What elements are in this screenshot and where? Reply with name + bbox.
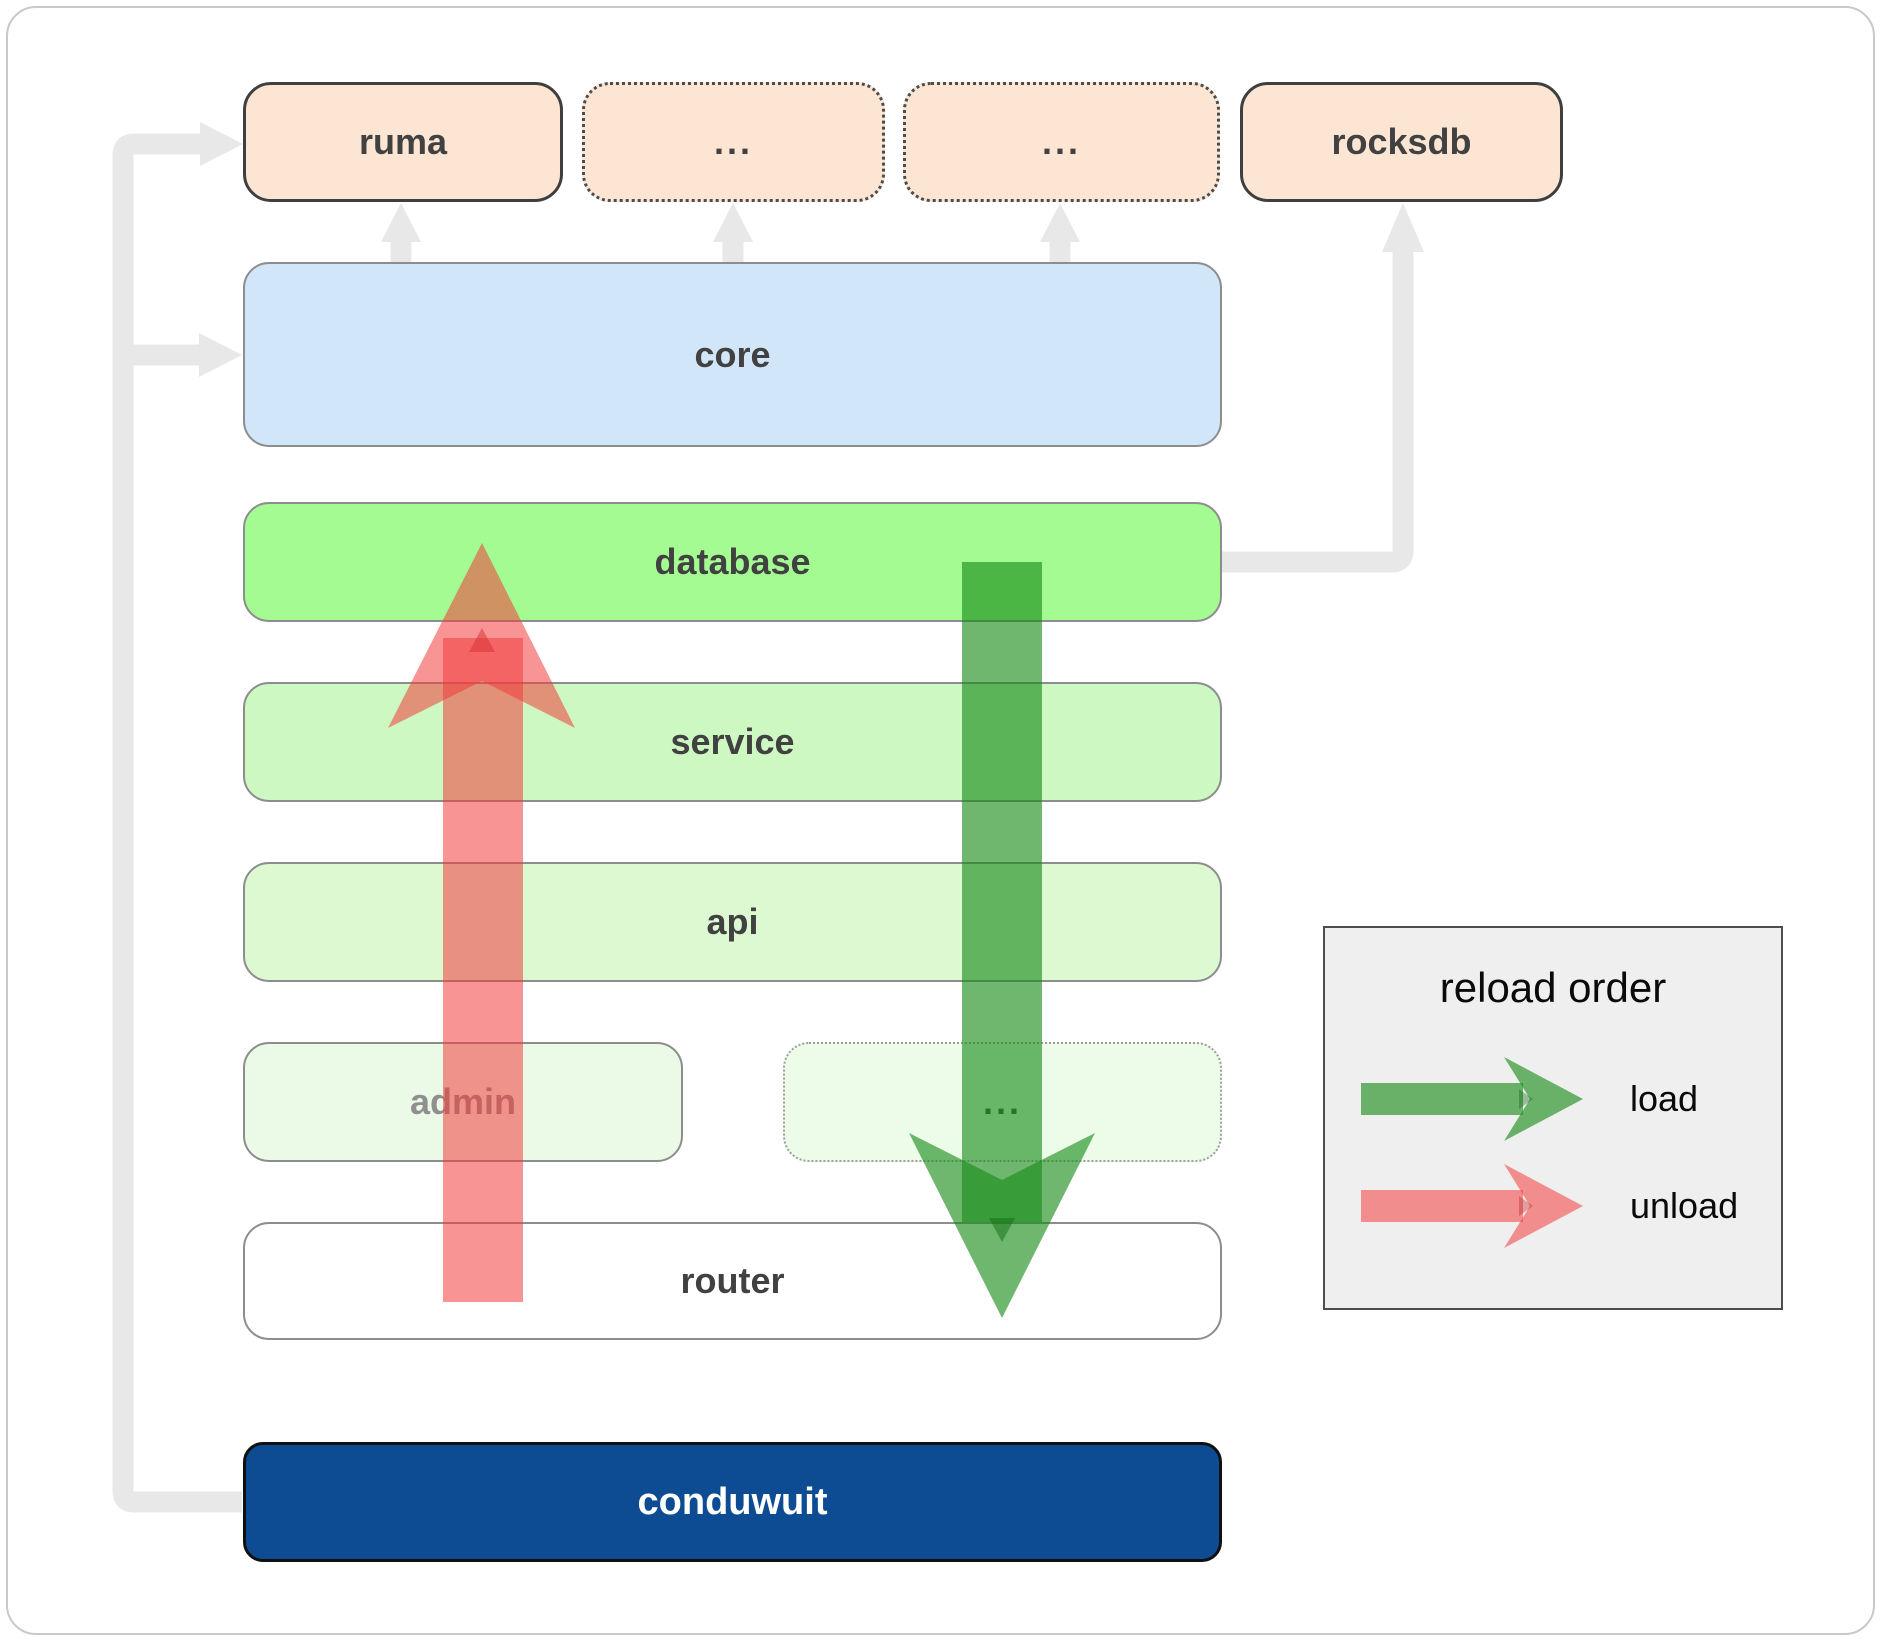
box-conduwuit-label: conduwuit (637, 1480, 828, 1523)
box-ruma: ruma (243, 82, 563, 202)
box-api-label: api (706, 901, 759, 942)
box-admin-label: admin (409, 1081, 516, 1122)
box-ruma-label: ruma (358, 121, 448, 162)
load-arrow-icon (1361, 1057, 1583, 1141)
legend-unload-label: unload (1630, 1185, 1739, 1226)
legend-reload-order: reload order load unload (1323, 926, 1783, 1310)
box-dependency-more-1: ... (582, 82, 885, 202)
box-admin: admin (243, 1042, 683, 1162)
box-database: database (243, 502, 1222, 622)
unload-arrow-icon (1361, 1164, 1583, 1248)
box-service-more-label: ... (982, 1081, 1022, 1122)
box-router: router (243, 1222, 1222, 1340)
box-dependency-more-2: ... (903, 82, 1220, 202)
box-rocksdb-label: rocksdb (1331, 121, 1472, 162)
box-database-label: database (654, 541, 811, 582)
box-router-label: router (680, 1260, 785, 1301)
box-service-more: ... (783, 1042, 1222, 1162)
outer-frame (6, 6, 1875, 1635)
box-core: core (243, 262, 1222, 447)
box-api: api (243, 862, 1222, 982)
legend-title: reload order (1439, 964, 1667, 1011)
box-service: service (243, 682, 1222, 802)
box-rocksdb: rocksdb (1240, 82, 1563, 202)
box-conduwuit: conduwuit (243, 1442, 1222, 1562)
legend-load-label: load (1630, 1078, 1699, 1119)
box-core-label: core (694, 333, 771, 375)
box-dependency-more-2-label: ... (1041, 121, 1081, 162)
box-dependency-more-1-label: ... (713, 121, 753, 162)
box-service-label: service (670, 721, 795, 762)
